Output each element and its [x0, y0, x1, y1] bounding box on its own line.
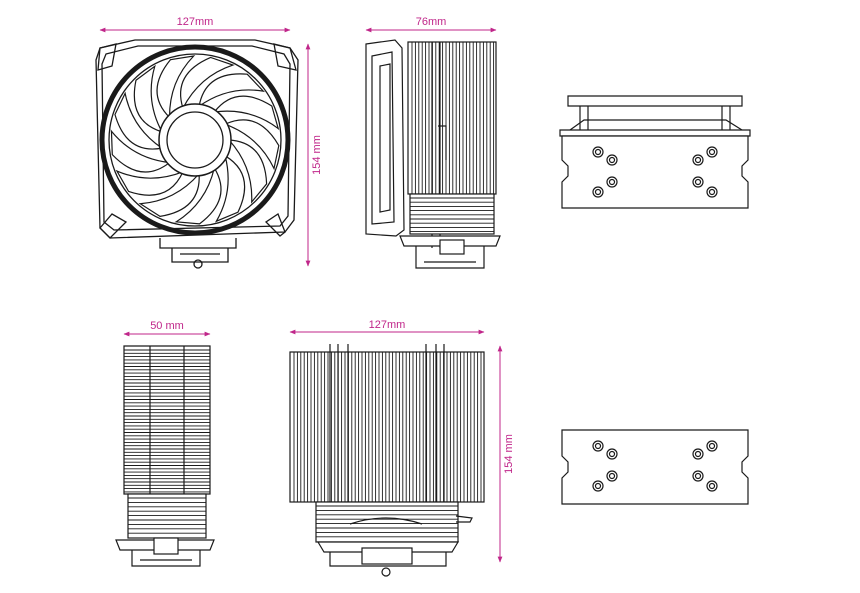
front-width-label: 127mm — [177, 16, 214, 28]
front-view — [95, 39, 299, 269]
mounting-hole — [694, 472, 702, 480]
mounting-hole — [692, 448, 704, 460]
fin-front-view — [289, 344, 485, 577]
mounting-hole — [606, 176, 618, 188]
mounting-hole — [606, 448, 618, 460]
bottom-plate-view — [561, 429, 749, 505]
narrow-side-view — [115, 345, 215, 567]
fan-blade — [114, 91, 163, 150]
mounting-hole — [694, 156, 702, 164]
fan-blade — [224, 119, 280, 171]
dimension-side-depth: 76mm — [365, 16, 497, 33]
mounting-hole — [694, 178, 702, 186]
mounting-hole — [608, 450, 616, 458]
mounting-hole — [606, 470, 618, 482]
mounting-hole — [708, 442, 716, 450]
dimension-narrow-width: 50 mm — [123, 320, 211, 337]
fan-blade — [110, 129, 170, 173]
fin-height-label: 154 mm — [503, 434, 515, 474]
narrow-width-label: 50 mm — [150, 320, 184, 332]
mounting-hole — [706, 480, 718, 492]
fan-blade — [228, 139, 268, 204]
dimension-front-height: 154 mm — [305, 43, 323, 267]
mounting-hole — [592, 440, 604, 452]
fan-blade — [133, 64, 163, 133]
mounting-hole — [592, 480, 604, 492]
fan-blade — [214, 155, 246, 223]
dimension-front-width: 127mm — [99, 16, 291, 33]
mounting-hole — [694, 450, 702, 458]
mounting-hole — [692, 176, 704, 188]
fan-blade — [179, 56, 235, 109]
fan-blade — [138, 173, 200, 218]
fin-width-label: 127mm — [369, 319, 406, 331]
fan-blade — [115, 169, 184, 196]
mounting-hole — [608, 472, 616, 480]
fan-blade — [174, 167, 222, 225]
mounting-hole — [708, 482, 716, 490]
mounting-hole — [606, 154, 618, 166]
mounting-hole — [608, 156, 616, 164]
fan-blade — [213, 95, 280, 131]
mounting-hole — [608, 178, 616, 186]
mounting-hole — [594, 188, 602, 196]
mounting-hole — [706, 146, 718, 158]
mounting-hole — [706, 186, 718, 198]
front-height-label: 154 mm — [311, 135, 323, 175]
fan-blade — [156, 55, 196, 118]
mounting-hole — [706, 440, 718, 452]
top-plate-view — [559, 95, 751, 209]
mounting-hole — [592, 186, 604, 198]
fan-blade — [198, 73, 266, 107]
mounting-hole — [692, 470, 704, 482]
side-view — [365, 39, 501, 269]
mounting-hole — [592, 146, 604, 158]
dimension-fin-height: 154 mm — [497, 345, 515, 563]
mounting-hole — [594, 482, 602, 490]
mounting-hole — [692, 154, 704, 166]
mounting-hole — [594, 442, 602, 450]
mounting-hole — [594, 148, 602, 156]
mounting-hole — [708, 148, 716, 156]
dimension-fin-width: 127mm — [289, 319, 485, 335]
side-depth-label: 76mm — [416, 16, 447, 28]
mounting-hole — [708, 188, 716, 196]
